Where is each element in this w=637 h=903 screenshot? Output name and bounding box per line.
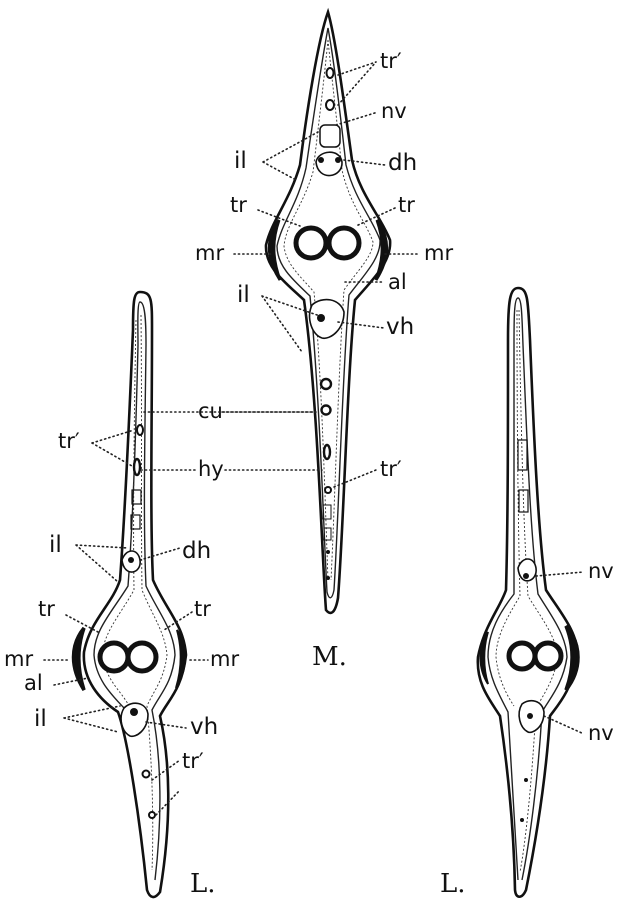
left-label-il-bottom: il: [34, 706, 47, 732]
middle-small-tracheid: [321, 379, 331, 389]
left-label-mr-right: mr: [210, 647, 239, 671]
middle-label-tr-prime-top: tr′: [380, 49, 402, 73]
middle-label-mr-right: mr: [424, 241, 453, 265]
left-label-dh: dh: [182, 538, 211, 564]
left-tracheid-left: [100, 643, 128, 671]
middle-nerve: [320, 125, 340, 147]
middle-tracheid-left: [296, 228, 326, 258]
section-middle: tr′ nv il dh tr tr mr mr al il vh cu hy …: [195, 12, 453, 672]
right-section-outline: [478, 288, 578, 897]
middle-label-tr-left: tr: [230, 193, 247, 217]
middle-label-nv: nv: [381, 99, 407, 123]
middle-label-mr-left: mr: [195, 241, 224, 265]
right-tracheid-right: [535, 643, 561, 669]
right-caption: L.: [440, 869, 466, 899]
middle-label-il-mid: il: [237, 282, 250, 308]
middle-cell-dot: [326, 550, 330, 554]
right-nv-dot: [527, 713, 533, 719]
left-label-tr-prime-bottom: tr′: [182, 749, 204, 773]
middle-dorsal-hump: [316, 152, 342, 175]
middle-small-tracheid: [322, 406, 331, 415]
middle-label-vh: vh: [386, 314, 414, 340]
right-tracheid-left: [509, 643, 535, 669]
left-label-il-top: il: [49, 532, 62, 558]
middle-caption: M.: [312, 642, 347, 672]
left-label-tr-prime-top: tr′: [58, 429, 80, 453]
right-nv-dot: [523, 573, 529, 579]
left-label-tr-right: tr: [194, 597, 211, 621]
left-small-tracheid: [149, 812, 155, 818]
middle-tracheid-right: [329, 228, 359, 258]
middle-small-tracheid: [326, 100, 334, 110]
middle-label-dh: dh: [388, 150, 417, 176]
left-label-tr-left: tr: [38, 597, 55, 621]
right-label-nv-top: nv: [588, 559, 614, 583]
left-dh-dot: [128, 557, 134, 563]
right-cell-dot: [520, 818, 524, 822]
left-vh-dot: [130, 708, 138, 716]
middle-vh-dot: [317, 314, 325, 322]
left-small-tracheid: [134, 459, 140, 475]
middle-dh-dot: [318, 157, 324, 163]
section-left: tr′ il dh tr tr mr mr al il vh tr′ L.: [4, 292, 316, 899]
left-small-tracheid: [143, 771, 150, 778]
left-tracheid-right: [128, 643, 156, 671]
left-label-vh: vh: [190, 714, 218, 740]
middle-cell-dot: [326, 576, 330, 580]
middle-label-il-top: il: [234, 148, 247, 174]
middle-small-tracheid: [324, 445, 330, 459]
middle-small-tracheid: [327, 68, 334, 78]
middle-label-tr-right: tr: [398, 193, 415, 217]
section-right: nv nv L.: [440, 288, 614, 899]
middle-dh-dot: [335, 157, 341, 163]
left-small-tracheid: [137, 425, 143, 435]
left-label-mr-left: mr: [4, 647, 33, 671]
middle-label-al: al: [388, 270, 407, 294]
left-section-outline: [84, 292, 186, 897]
left-caption: L.: [190, 869, 216, 899]
middle-label-tr-prime-bottom: tr′: [380, 457, 402, 481]
middle-label-hy: hy: [198, 457, 224, 481]
right-cell-dot: [524, 778, 528, 782]
middle-small-tracheid: [325, 487, 331, 493]
left-label-al: al: [24, 671, 43, 695]
right-label-nv-bottom: nv: [588, 721, 614, 745]
middle-label-cu: cu: [198, 399, 223, 423]
